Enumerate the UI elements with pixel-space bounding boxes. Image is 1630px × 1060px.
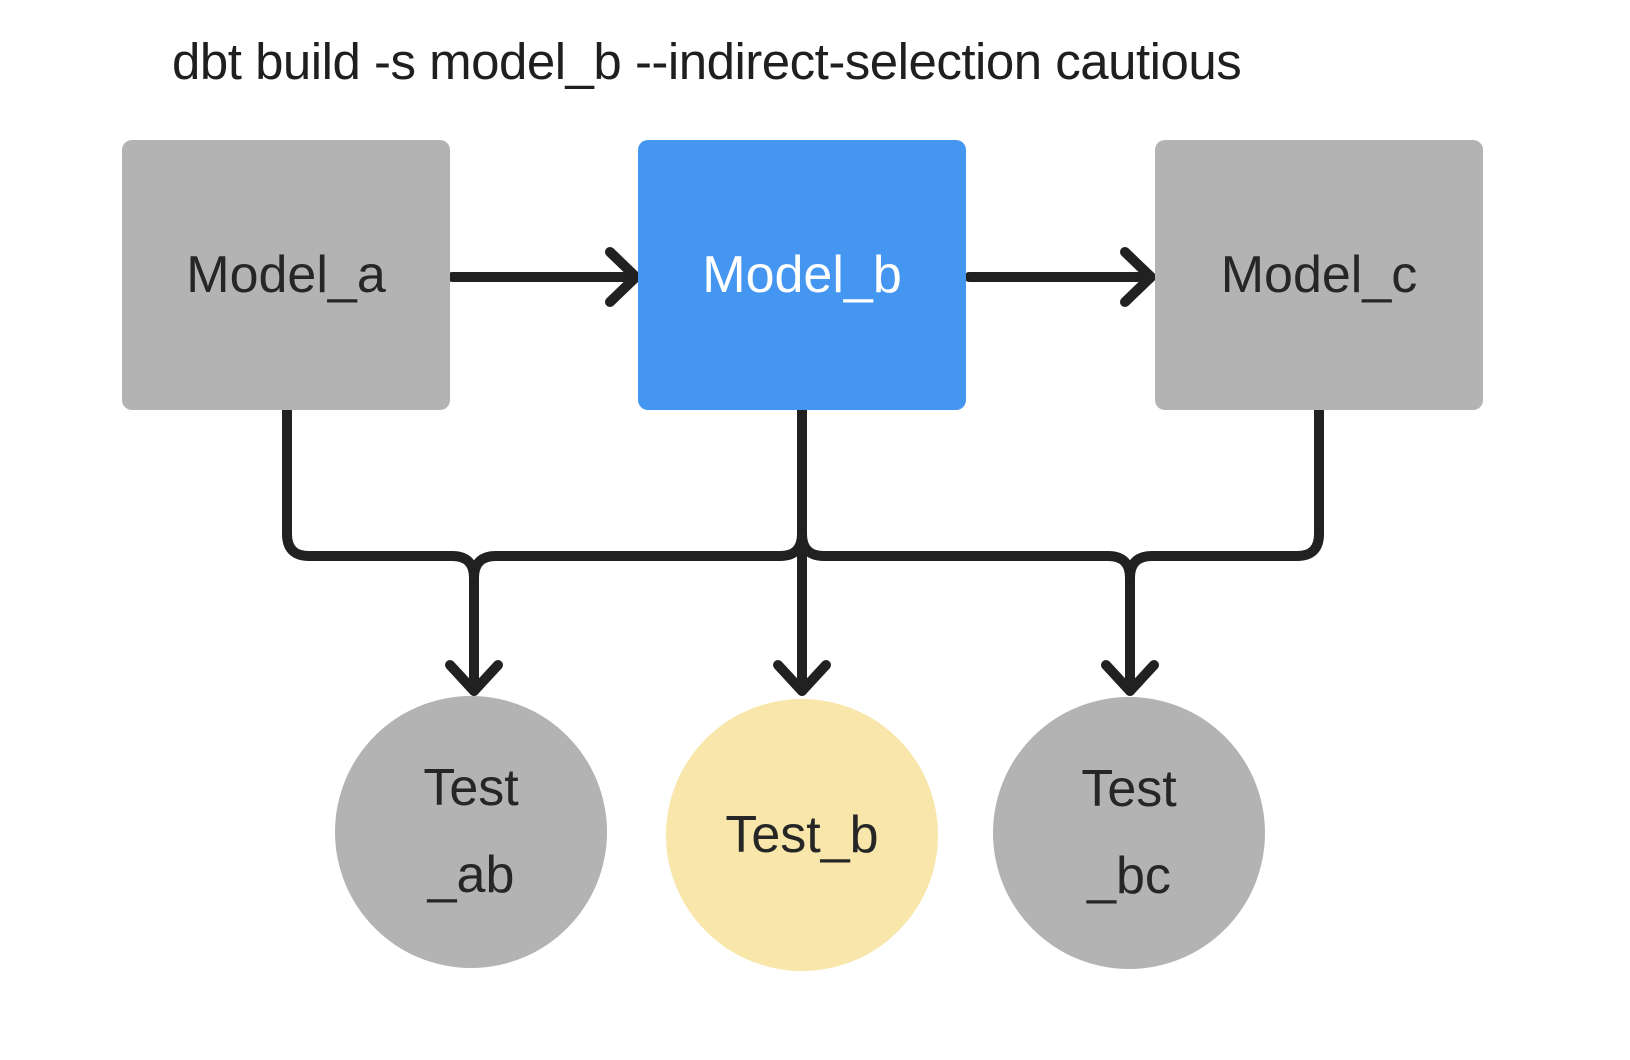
edge-model-b-to-test-bc	[797, 529, 1135, 696]
arrowhead-test-bc-icon	[1101, 660, 1159, 696]
node-test-ab[interactable]: Test _ab	[335, 696, 607, 968]
node-test-bc-label-line2: _bc	[1087, 847, 1171, 905]
node-test-bc[interactable]: Test _bc	[993, 697, 1265, 969]
node-test-b-label-line1: Test_b	[725, 805, 879, 864]
arrowhead-model-b-icon	[605, 247, 641, 307]
arrowhead-test-b-icon	[773, 660, 831, 696]
diagram-title: dbt build -s model_b --indirect-selectio…	[172, 33, 1242, 90]
node-model-a[interactable]: Model_a	[122, 140, 450, 410]
node-model-a-label: Model_a	[186, 246, 386, 304]
node-model-b-label: Model_b	[702, 246, 902, 304]
node-model-c[interactable]: Model_c	[1155, 140, 1483, 410]
arrowhead-test-ab-icon	[445, 660, 503, 696]
node-test-bc-label-line1: Test	[1081, 760, 1177, 818]
arrowhead-model-c-icon	[1120, 247, 1156, 307]
node-model-c-label: Model_c	[1220, 246, 1418, 304]
node-model-b[interactable]: Model_b	[638, 140, 966, 410]
edge-model-c-to-test-bc	[1125, 405, 1324, 583]
edge-model-b-to-test-ab	[469, 529, 807, 583]
edge-model-a-to-test-ab	[282, 405, 479, 696]
node-test-ab-label-line2: _ab	[427, 846, 515, 904]
node-test-b[interactable]: Test_b	[666, 699, 938, 971]
node-test-ab-label-line1: Test	[423, 759, 519, 817]
